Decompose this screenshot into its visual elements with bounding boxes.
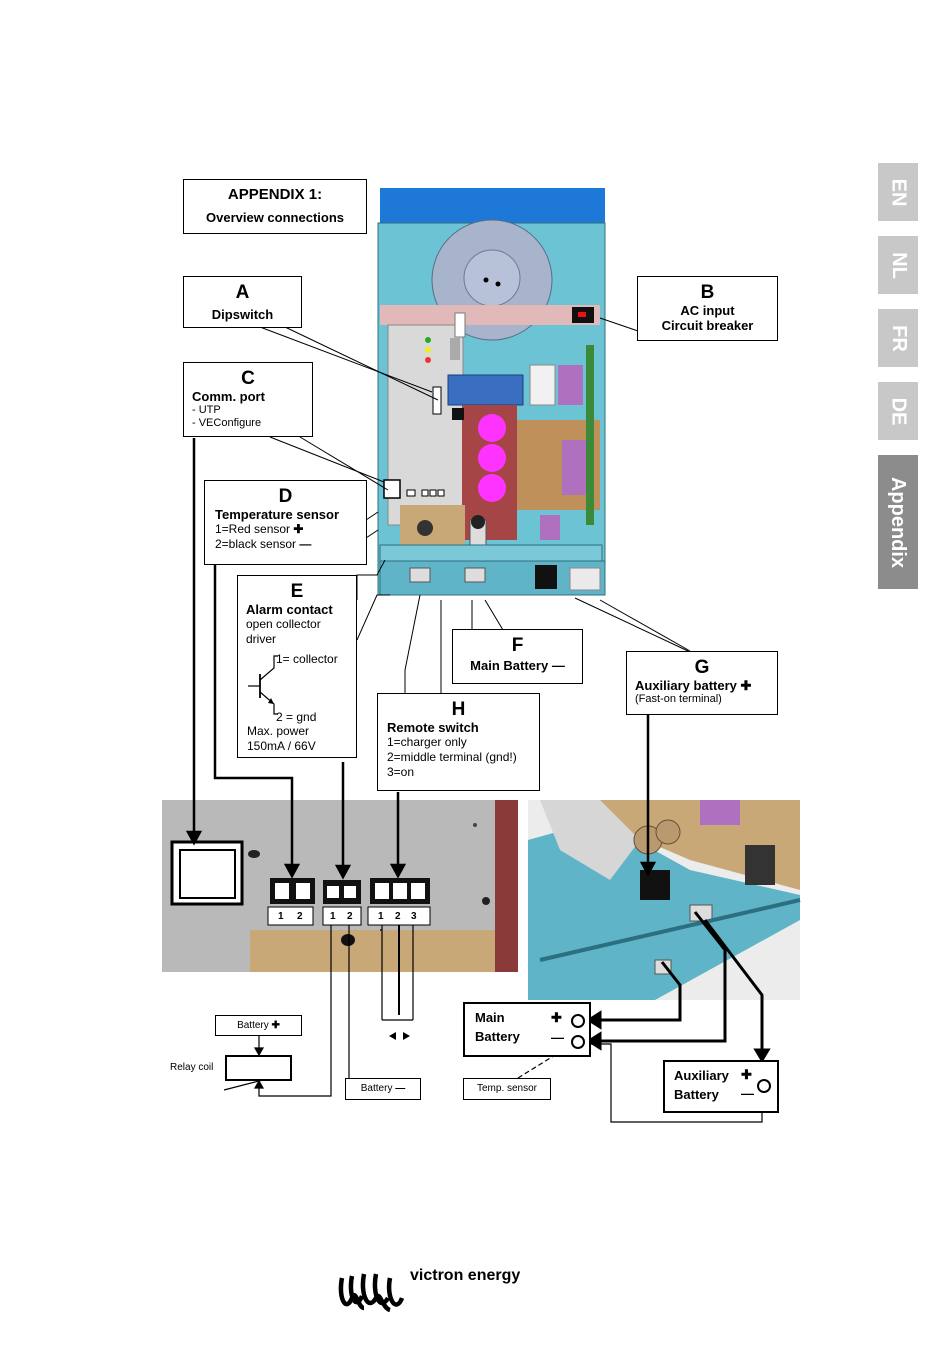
appendix-subtitle: Overview connections — [206, 210, 344, 225]
tab-en[interactable]: EN — [878, 163, 918, 221]
terminal-d-1: 1 — [278, 911, 284, 922]
terminal-e-2: 2 — [347, 911, 353, 922]
auxiliary-battery-box: Auxiliary Battery ✚ — — [663, 1060, 779, 1113]
plus-icon: ✚ — [271, 1020, 280, 1031]
main-battery-box: Main Battery ✚ — — [463, 1002, 591, 1057]
terminal-circle — [757, 1079, 771, 1093]
battery-cables — [586, 911, 771, 1063]
label-c-comm-port: C Comm. port - UTP - VEConfigure — [183, 362, 313, 437]
plus-icon: ✚ — [551, 1010, 562, 1025]
plus-icon: ✚ — [293, 522, 304, 536]
minus-icon: — — [741, 1086, 754, 1101]
terminal-e-1: 1 — [330, 911, 336, 922]
terminal-photo — [528, 800, 801, 1000]
terminal-h-1: 1 — [378, 911, 384, 922]
tab-fr[interactable]: FR — [878, 309, 918, 367]
tab-appendix[interactable]: Appendix — [878, 455, 918, 589]
label-e-alarm-contact: E Alarm contact open collector driver 1=… — [237, 575, 357, 758]
leader-lines — [259, 317, 691, 693]
positive-terminal — [571, 1014, 585, 1028]
appendix-title-box: APPENDIX 1: Overview connections — [183, 179, 367, 234]
connection-arrows — [185, 438, 657, 880]
terminal-h-3: 3 — [411, 911, 417, 922]
label-b-ac-input: B AC input Circuit breaker — [637, 276, 778, 341]
negative-terminal — [571, 1035, 585, 1049]
victron-logo-icon — [338, 1273, 405, 1313]
temp-sensor-box: Temp. sensor — [463, 1078, 551, 1100]
plus-icon: ✚ — [740, 678, 752, 693]
victron-brand-name: victron energy — [410, 1267, 521, 1284]
relay-coil-label: Relay coil — [170, 1062, 214, 1073]
plus-icon: ✚ — [741, 1067, 752, 1082]
label-f-main-battery: F Main Battery — — [452, 629, 583, 684]
terminal-panel — [162, 800, 518, 972]
minus-icon: — — [395, 1083, 406, 1094]
label-h-remote-switch: H Remote switch 1=charger only 2=middle … — [377, 693, 540, 791]
terminal-d-2: 2 — [297, 911, 303, 922]
label-a-dipswitch: A Dipswitch — [183, 276, 302, 328]
terminal-h-2: 2 — [395, 911, 401, 922]
label-d-temperature-sensor: D Temperature sensor 1=Red sensor ✚ 2=bl… — [204, 480, 367, 565]
tab-de[interactable]: DE — [878, 382, 918, 440]
tab-nl[interactable]: NL — [878, 236, 918, 294]
minus-icon: — — [551, 1030, 564, 1045]
relay-coil-box — [225, 1055, 292, 1081]
charger-device — [377, 188, 606, 596]
minus-icon: — — [551, 658, 565, 673]
appendix-title: APPENDIX 1: — [227, 186, 323, 203]
battery-plus-box: Battery ✚ — [215, 1015, 302, 1036]
minus-icon: — — [299, 537, 312, 551]
label-g-auxiliary-battery: G Auxiliary battery ✚ (Fast-on terminal) — [626, 651, 778, 715]
battery-minus-box: Battery — — [345, 1078, 421, 1100]
transistor-icon — [248, 655, 278, 715]
